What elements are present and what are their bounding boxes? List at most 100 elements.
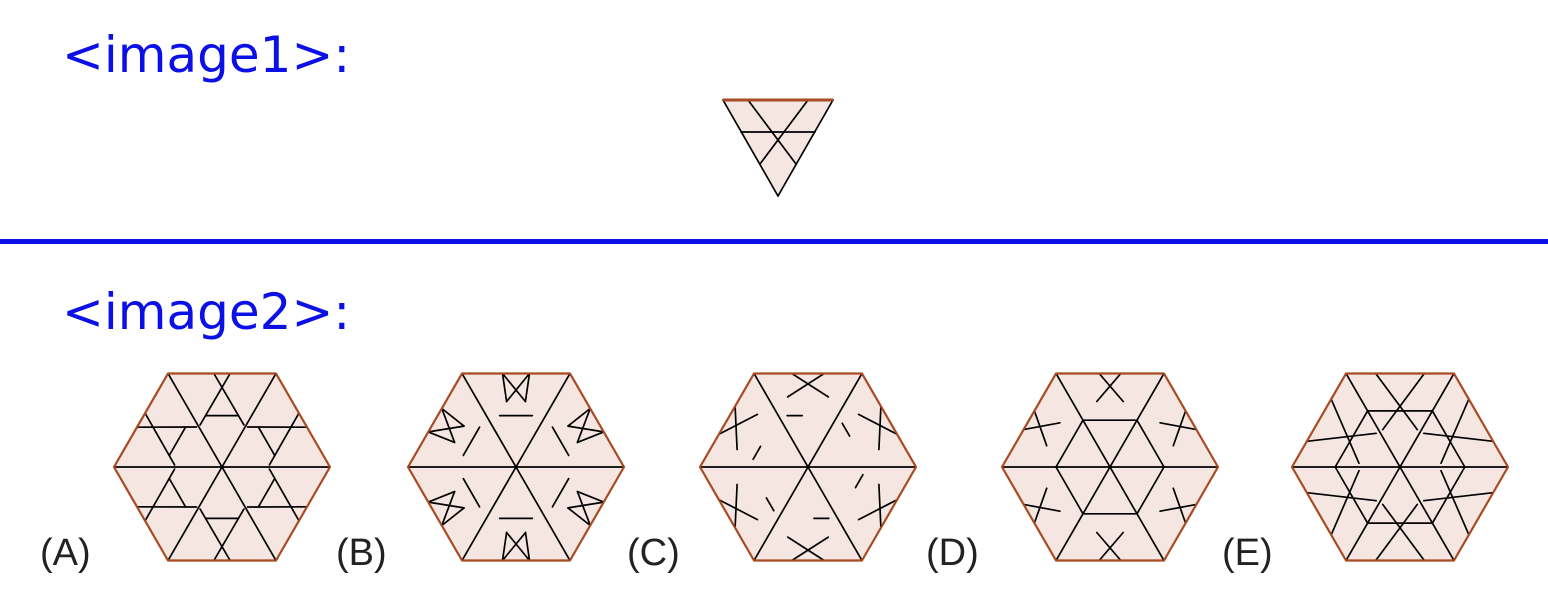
pattern-line	[1431, 410, 1466, 468]
hexagon-pattern	[1291, 372, 1509, 562]
pattern-line	[501, 372, 527, 403]
hexagon-outline	[406, 372, 626, 562]
pattern-line	[199, 508, 231, 562]
pattern-line	[1381, 372, 1426, 431]
pattern-line	[524, 531, 531, 562]
pattern-line	[734, 483, 738, 529]
pattern-line	[440, 407, 456, 444]
pattern-line	[1095, 372, 1122, 403]
pattern-line	[786, 372, 826, 398]
spoke-line	[753, 372, 863, 562]
spoke-line	[167, 372, 277, 562]
spoke-line	[1055, 372, 1165, 562]
pattern-line	[567, 507, 592, 527]
option-d-hexagon[interactable]	[998, 370, 1222, 564]
pattern-line	[1330, 469, 1360, 536]
pattern-line	[790, 372, 830, 398]
pattern-line	[1033, 410, 1048, 447]
pattern-line	[1422, 491, 1494, 502]
pattern-line	[427, 431, 456, 444]
spoke-line	[461, 372, 571, 562]
option-c-hexagon[interactable]	[696, 370, 920, 564]
pattern-line	[1095, 531, 1122, 562]
pattern-line	[857, 413, 898, 436]
pattern-line	[440, 507, 465, 527]
hexagon-pattern	[407, 372, 625, 562]
pattern-line	[1159, 421, 1198, 431]
pattern-line	[1136, 419, 1165, 468]
option-e-hexagon[interactable]	[1288, 370, 1512, 564]
pattern-line	[168, 477, 187, 508]
option-a-hexagon[interactable]	[110, 370, 334, 564]
pattern-line	[567, 407, 592, 427]
pattern-line	[734, 405, 738, 451]
pattern-line	[257, 477, 276, 508]
pattern-line	[462, 477, 481, 508]
pattern-line	[854, 473, 864, 489]
pattern-line	[1033, 487, 1048, 524]
option-e-label[interactable]: (E)	[1222, 532, 1273, 574]
pattern-line	[1431, 466, 1466, 524]
pattern-line	[144, 412, 176, 466]
pattern-line	[1172, 487, 1187, 524]
pattern-line	[1330, 398, 1360, 465]
pattern-line	[427, 490, 456, 503]
pattern-line	[576, 490, 605, 503]
pattern-line	[551, 426, 570, 457]
hexagon-outline	[1290, 372, 1510, 562]
pattern-line	[168, 426, 187, 457]
pattern-line	[1172, 410, 1187, 447]
pattern-line	[567, 425, 605, 433]
pattern-line	[1306, 491, 1378, 502]
option-a-label[interactable]: (A)	[40, 532, 91, 574]
pattern-line	[841, 422, 851, 437]
pattern-line	[765, 497, 775, 512]
pattern-line	[1422, 432, 1494, 443]
pattern-line	[551, 477, 570, 508]
pattern-line	[268, 412, 300, 466]
pattern-line	[213, 372, 245, 426]
pattern-line	[501, 531, 527, 562]
pattern-line	[878, 405, 882, 451]
hexagon-pattern	[699, 372, 917, 562]
pattern-line	[501, 372, 508, 403]
pattern-line	[786, 536, 826, 562]
option-d-label[interactable]: (D)	[926, 532, 979, 574]
pattern-line	[567, 501, 605, 509]
pattern-line	[427, 501, 465, 509]
pattern-line	[718, 413, 759, 436]
source-triangle-tile	[722, 98, 834, 197]
pattern-line	[1334, 466, 1369, 524]
pattern-line	[1055, 466, 1084, 515]
pattern-line	[1022, 503, 1061, 513]
pattern-line	[505, 531, 531, 562]
pattern-line	[144, 468, 176, 522]
pattern-line	[752, 445, 762, 461]
hexagon-pattern	[1001, 372, 1219, 562]
pattern-line	[790, 536, 830, 562]
pattern-line	[1098, 531, 1125, 562]
pattern-line	[213, 508, 245, 562]
pattern-line	[576, 431, 605, 444]
option-c-label[interactable]: (C)	[627, 532, 680, 574]
pattern-line	[1334, 410, 1369, 468]
pattern-line	[878, 483, 882, 529]
pattern-line	[857, 498, 898, 521]
pattern-line	[1440, 469, 1470, 536]
hexagon-pattern	[113, 372, 331, 562]
pattern-line	[505, 372, 531, 403]
image2-label: <image2>:	[62, 283, 351, 341]
option-b-hexagon[interactable]	[404, 370, 628, 564]
pattern-line	[1055, 419, 1084, 468]
pattern-line	[524, 372, 531, 403]
pattern-line	[440, 407, 465, 427]
pattern-line	[1440, 398, 1470, 465]
pattern-line	[1159, 503, 1198, 513]
spoke-line	[1345, 372, 1455, 562]
pattern-line	[257, 426, 276, 457]
pattern-line	[1381, 503, 1426, 562]
pattern-line	[1374, 503, 1419, 562]
pattern-line	[1022, 421, 1061, 431]
option-b-label[interactable]: (B)	[336, 532, 387, 574]
image1-label: <image1>:	[62, 26, 351, 84]
